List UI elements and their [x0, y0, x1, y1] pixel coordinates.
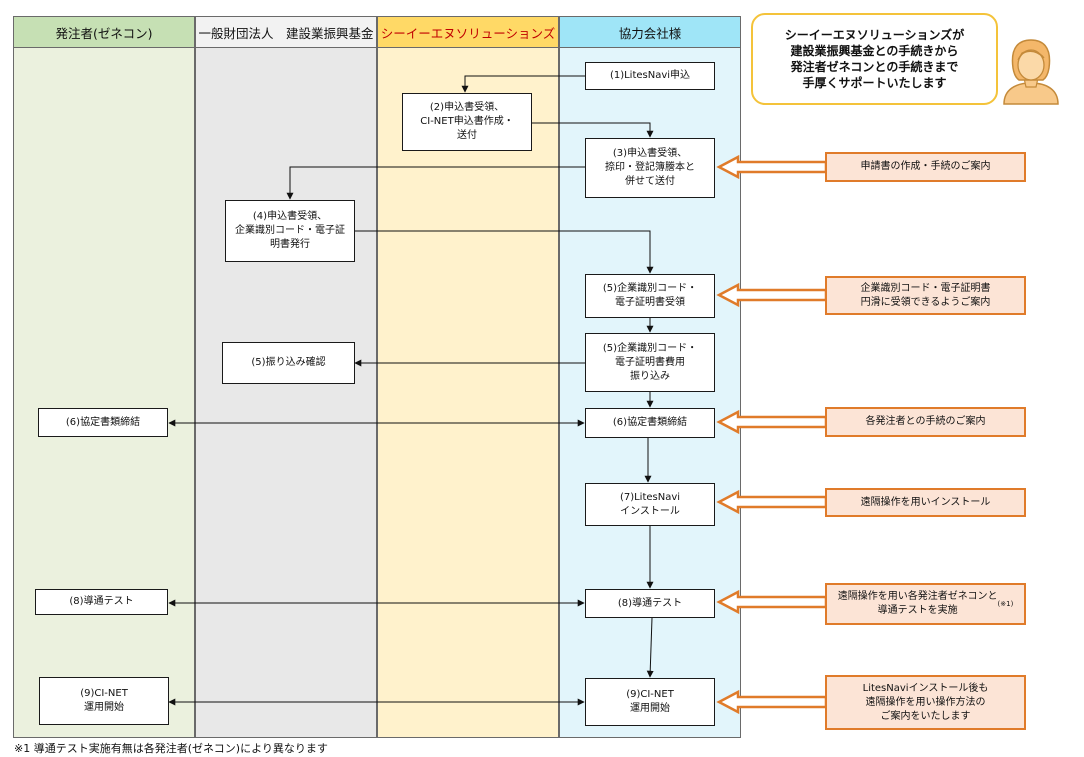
arrow-s3-s4 [286, 166, 585, 200]
arrow-s8-s9 [646, 617, 654, 678]
support-arrow-a5 [716, 589, 828, 615]
lane-foundation-header: 一般財団法人 建設業振興基金 [196, 17, 376, 48]
support-arrow-a3 [716, 409, 828, 435]
lane-owner-header: 発注者(ゼネコン) [14, 17, 194, 48]
step-8-partner-box: (8)導通テスト [585, 589, 715, 618]
step-8-owner-box: (8)導通テスト [35, 589, 168, 615]
lane-owner: 発注者(ゼネコン) [13, 16, 195, 738]
lane-partner-header: 協力会社様 [560, 17, 740, 48]
arrow-s2-s3 [531, 122, 654, 138]
support-arrow-a4 [716, 489, 828, 515]
support-arrow-a6 [716, 689, 828, 715]
step-7-box: (7)LitesNavi インストール [585, 483, 715, 526]
step-2-box: (2)申込書受領、 CI-NET申込書作成・ 送付 [402, 93, 532, 151]
support-note-3: 各発注者との手続のご案内 [825, 407, 1026, 437]
support-callout: シーイーエヌソリューションズが 建設業振興基金との手続きから 発注者ゼネコンとの… [751, 13, 998, 105]
step-1-box: (1)LitesNavi申込 [585, 62, 715, 90]
arrow-s4-s5a [354, 230, 654, 274]
support-note-5: 遠隔操作を用い各発注者ゼネコンと 導通テストを実施(※1) [825, 583, 1026, 625]
support-note-5-footnote-ref: (※1) [997, 600, 1014, 608]
step-5b-box: (5)企業識別コード・ 電子証明書費用 振り込み [585, 333, 715, 392]
step-9-partner-box: (9)CI-NET 運用開始 [585, 678, 715, 726]
support-arrow-a1 [716, 154, 828, 180]
step-5a-box: (5)企業識別コード・ 電子証明書受領 [585, 274, 715, 318]
support-note-1: 申請書の作成・手続のご案内 [825, 152, 1026, 182]
step-6-owner-box: (6)協定書類締結 [38, 408, 168, 437]
footnote: ※1 導通テスト実施有無は各発注者(ゼネコン)により異なります [14, 742, 328, 755]
step-6-partner-box: (6)協定書類締結 [585, 408, 715, 438]
support-arrow-a2 [716, 282, 828, 308]
support-note-5-text: 遠隔操作を用い各発注者ゼネコンと 導通テストを実施 [837, 591, 998, 616]
lane-cie-header: シーイーエヌソリューションズ [378, 17, 558, 48]
step-4-box: (4)申込書受領、 企業識別コード・電子証 明書発行 [225, 200, 355, 262]
support-operator-icon [1003, 39, 1059, 105]
support-note-2: 企業識別コード・電子証明書 円滑に受領できるようご案内 [825, 276, 1026, 315]
step-9-owner-box: (9)CI-NET 運用開始 [39, 677, 169, 725]
step-3-box: (3)申込書受領、 捺印・登記簿謄本と 併せて送付 [585, 138, 715, 198]
step-5c-box: (5)振り込み確認 [222, 342, 355, 384]
support-note-4: 遠隔操作を用いインストール [825, 488, 1026, 517]
arrow-s1-s2 [461, 75, 585, 93]
support-note-6: LitesNaviインストール後も 遠隔操作を用い操作方法の ご案内をいたします [825, 675, 1026, 730]
